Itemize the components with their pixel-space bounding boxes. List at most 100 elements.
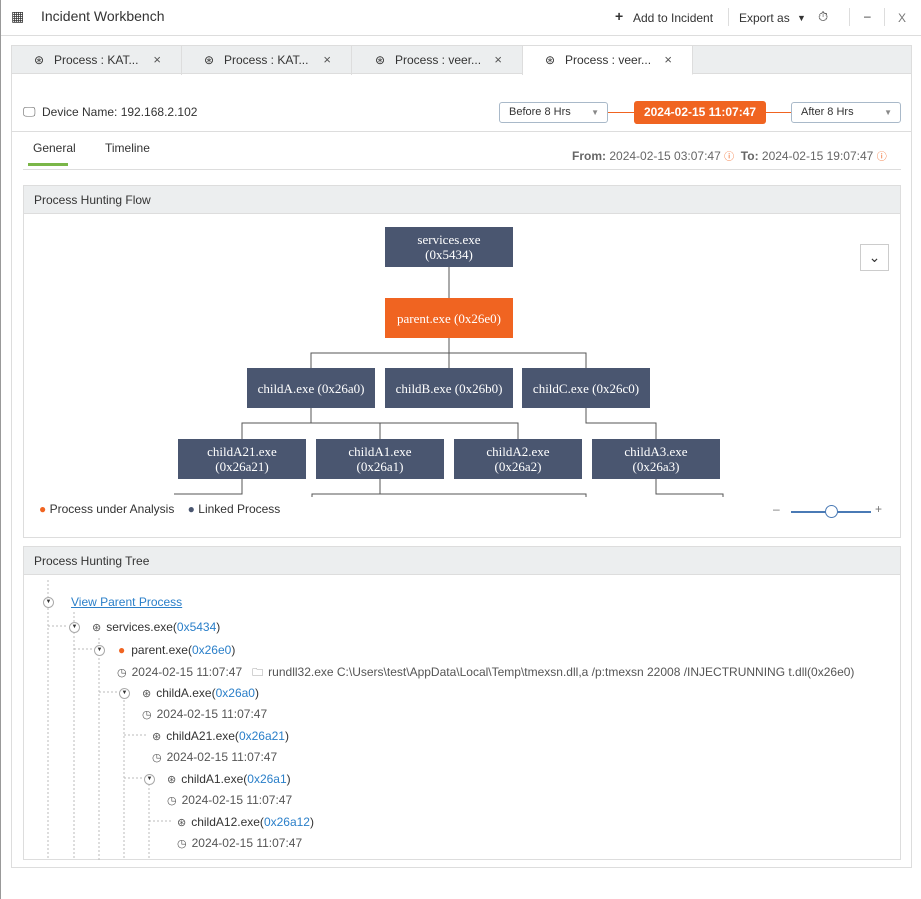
zoom-slider-handle[interactable] <box>825 505 838 518</box>
tree-item-details: ◷ 2024-02-15 11:07:47 <box>167 793 292 807</box>
tab-bar: ⊛Process : KAT...× ⊛Process : KAT...× ⊛ P… <box>12 46 911 75</box>
time-range: From: 2024-02-15 03:07:47 ⓘ To: 2024-02-… <box>572 148 887 163</box>
close-tab-icon[interactable]: × <box>153 52 161 67</box>
to-value: 2024-02-15 19:07:47 <box>761 149 874 163</box>
panel-title: Process Hunting Flow <box>24 186 900 214</box>
flow-node[interactable]: childA21.exe(0x26a21) <box>178 439 306 479</box>
tree-item[interactable]: ⊛services.exe(0x5434) <box>92 620 221 634</box>
caret-down-icon: ▼ <box>797 13 806 23</box>
panel-title: Process Hunting Tree <box>24 547 900 575</box>
window-title: Incident Workbench <box>41 8 165 24</box>
device-name: Device Name: 192.168.2.102 <box>42 105 198 119</box>
add-to-incident-button[interactable]: Add to Incident <box>633 11 714 25</box>
process-icon: ⊛ <box>177 817 187 829</box>
expand-toggle[interactable]: ▼ <box>144 774 155 785</box>
before-select[interactable]: Before 8 Hrs▼ <box>499 102 608 123</box>
before-value: Before 8 Hrs <box>509 106 571 118</box>
timestamp: 2024-02-15 11:07:47 <box>131 665 243 679</box>
zoom-out-button[interactable]: – <box>773 502 780 516</box>
flow-connectors <box>174 267 724 497</box>
close-tab-icon[interactable]: × <box>323 52 331 67</box>
info-icon[interactable]: ⓘ <box>876 152 887 163</box>
tab-label: Process : veer... <box>565 53 652 67</box>
close-button[interactable]: X <box>898 11 907 25</box>
folder-icon: 🗀 <box>252 667 264 679</box>
tree-item-details: ◷2024-02-15 11:07:47 <box>152 750 277 764</box>
tree-item[interactable]: ●parent.exe(0x26e0) <box>118 643 236 657</box>
current-time-badge: 2024-02-15 11:07:47 <box>634 101 766 124</box>
collapse-chevron-button[interactable]: ⌄ <box>860 244 889 271</box>
zoom-in-button[interactable]: + <box>875 502 883 516</box>
process-icon: ⊛ <box>152 731 162 743</box>
title-bar: ▦ Incident Workbench + Add to Incident E… <box>1 0 921 36</box>
expand-toggle[interactable]: ▼ <box>69 622 80 633</box>
from-label: From: <box>572 149 606 163</box>
legend-dot-dark: ● <box>187 502 195 516</box>
tab-general[interactable]: General <box>33 141 76 155</box>
history-icon[interactable]: ⏱ <box>818 9 829 24</box>
process-icon: ⊛ <box>204 53 215 67</box>
flow-node[interactable]: childA1.exe(0x26a1) <box>316 439 444 479</box>
process-icon: ⊛ <box>167 774 177 786</box>
flow-node[interactable]: childC.exe (0x26c0) <box>522 368 650 408</box>
node-label: childA1.exe(0x26a1) <box>348 444 412 474</box>
clock-icon: ◷ <box>142 709 152 721</box>
command-line: rundll32.exe C:\Users\test\AppData\Local… <box>268 665 855 679</box>
content-frame <box>11 45 912 868</box>
export-as-button[interactable]: Export as <box>739 11 790 25</box>
process-icon: ⊛ <box>34 53 45 67</box>
active-tab-indicator <box>28 163 68 166</box>
view-parent-process-link[interactable]: View Parent Process <box>71 595 183 609</box>
from-value: 2024-02-15 03:07:47 <box>609 149 721 163</box>
caret-down-icon: ▼ <box>884 108 892 117</box>
tab-process-3[interactable]: ⊛Process : veer...× <box>353 46 523 75</box>
tree-item[interactable]: ⊛childA12.exe(0x26a12) <box>177 815 314 829</box>
flow-node[interactable]: parent.exe (0x26e0) <box>385 298 513 338</box>
close-tab-icon[interactable]: × <box>664 52 672 67</box>
minimize-button[interactable]: – <box>864 9 871 23</box>
tab-process-4[interactable]: ⊛ Process : veer... × <box>523 46 693 75</box>
tab-process-1[interactable]: ⊛Process : KAT...× <box>12 46 182 75</box>
tab-timeline[interactable]: Timeline <box>105 141 150 155</box>
flow-node[interactable]: childB.exe (0x26b0) <box>385 368 513 408</box>
process-hunting-flow-panel: Process Hunting Flow <box>23 185 901 538</box>
legend-dot-orange: ● <box>39 502 47 516</box>
tab-label: Process : veer... <box>395 53 482 67</box>
clock-icon: ◷ <box>117 667 127 679</box>
tab-process-2[interactable]: ⊛Process : KAT...× <box>182 46 352 75</box>
node-label: childA3.exe(0x26a3) <box>624 444 688 474</box>
node-label: childA.exe (0x26a0) <box>257 380 365 396</box>
tree-item[interactable]: ⊛childA1.exe(0x26a1) <box>167 772 291 786</box>
node-label: childC.exe (0x26c0) <box>532 380 640 396</box>
timestamp: 2024-02-15 11:07:47 <box>166 750 278 764</box>
node-label: childA2.exe(0x26a2) <box>486 444 550 474</box>
process-hunting-tree-panel: Process Hunting Tree <box>23 546 901 860</box>
clock-icon: ◷ <box>167 795 177 807</box>
timestamp: 2024-02-15 11:07:47 <box>181 793 293 807</box>
tree-item[interactable]: ⊛childA.exe(0x26a0) <box>142 686 259 700</box>
expand-toggle[interactable]: ▼ <box>119 688 130 699</box>
legend-label: Process under Analysis <box>49 502 175 516</box>
legend-label: Linked Process <box>198 502 281 516</box>
monitor-icon: 🖵 <box>23 104 36 119</box>
close-tab-icon[interactable]: × <box>494 52 502 67</box>
after-select[interactable]: After 8 Hrs ▼ <box>791 102 901 123</box>
tree-item-details: ◷ 2024-02-15 11:07:47 🗀 rundll32.exe C:\Us… <box>117 664 854 683</box>
expand-toggle[interactable]: ▼ <box>43 597 54 608</box>
flow-node[interactable]: childA2.exe(0x26a2) <box>454 439 582 479</box>
tree-item-details: ◷2024-02-15 11:07:47 <box>177 836 302 850</box>
flow-legend: ● Process under Analysis ● Linked Proces… <box>39 502 280 516</box>
expand-toggle[interactable]: ▼ <box>94 645 105 656</box>
flow-node[interactable]: services.exe(0x5434) <box>385 227 513 267</box>
analysis-dot-icon: ● <box>118 643 126 657</box>
after-value: After 8 Hrs <box>801 106 854 118</box>
clock-icon: ◷ <box>177 838 187 850</box>
flow-node[interactable]: childA3.exe(0x26a3) <box>592 439 720 479</box>
process-icon: ⊛ <box>545 53 556 67</box>
timestamp: 2024-02-15 11:07:47 <box>156 707 268 721</box>
info-icon[interactable]: ⓘ <box>724 152 735 163</box>
node-label: childB.exe (0x26b0) <box>395 380 503 396</box>
tree-item[interactable]: ⊛childA21.exe(0x26a21) <box>152 729 289 743</box>
flow-node[interactable]: childA.exe (0x26a0) <box>247 368 375 408</box>
to-label: To: <box>740 149 759 163</box>
